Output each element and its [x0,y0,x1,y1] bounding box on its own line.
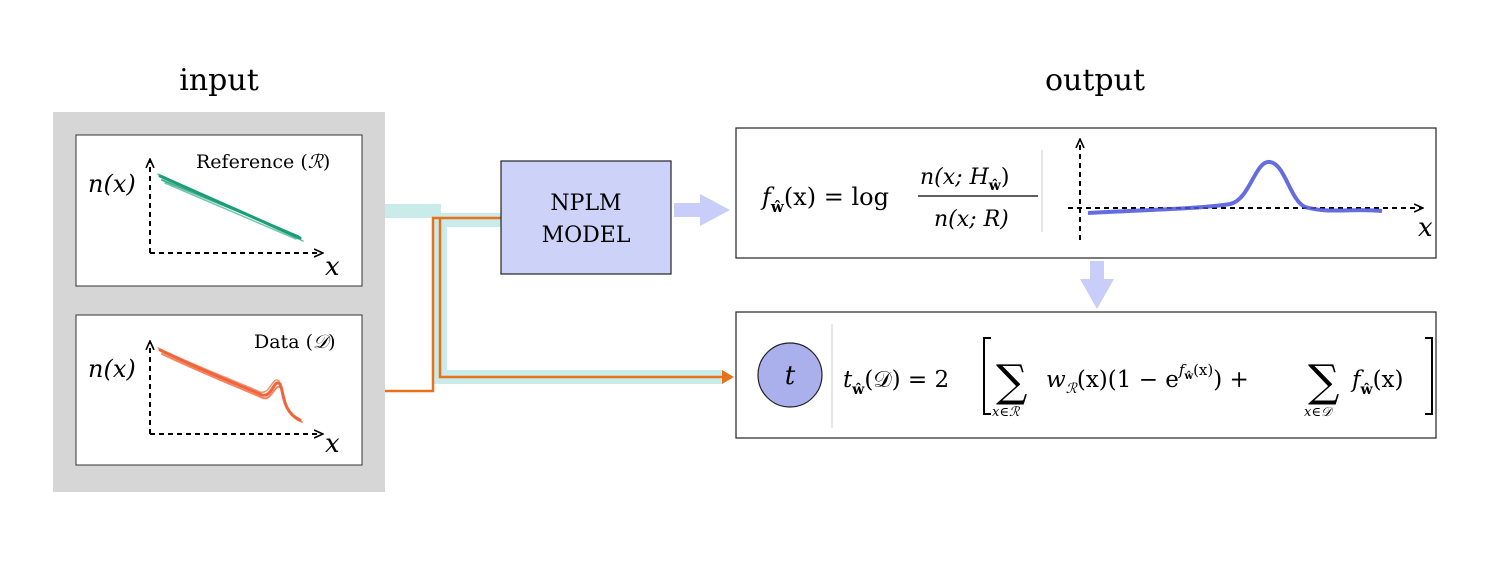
f-numerator: n(x; Hŵ) [920,165,1009,194]
data-y-axis-label: n(x) [88,355,136,383]
t-sum1-sub: x∈ℛ [992,405,1021,420]
data-flow-arrowhead [722,370,734,384]
t-sum1-sigma: ∑ [996,356,1027,407]
data-curve [157,347,303,423]
f-to-t-arrow [1080,261,1114,309]
model-label-line1: NPLM [550,191,621,216]
reference-title: Reference (ℛ) [196,151,330,173]
reference-y-axis-label: n(x) [88,170,136,198]
t-right-bracket [1425,337,1433,415]
output-t-box: t tŵ(𝒟) = 2 ∑ x∈ℛ wℛ(x)(1 − efŵ(x)) + ∑ … [735,311,1437,439]
reference-x-axis-label: x [325,252,340,282]
data-flow-line [385,216,722,393]
t-node-label: t [785,361,796,391]
t-left-bracket [983,337,991,415]
t-term1: wℛ(x)(1 − efŵ(x)) + [1046,361,1249,397]
f-x-axis-label: x [1418,213,1433,243]
model-label-line2: MODEL [542,223,631,248]
output-heading: output [1045,63,1145,98]
t-term2: fŵ(x) [1350,367,1404,398]
input-heading: input [179,63,259,98]
output-f-box: fŵ(x) = log n(x; Hŵ) n(x; R) x [735,127,1437,259]
t-sum2-sub: x∈𝒟 [1304,405,1334,420]
reference-curve [157,173,304,242]
f-learned-curve [1087,160,1383,215]
reference-card: n(x) x Reference (ℛ) [75,134,363,287]
data-x-axis-label: x [325,429,340,459]
data-card: n(x) x Data (𝒟) [75,314,363,466]
t-lhs: tŵ(𝒟) = 2 [843,367,949,398]
nplm-model-box: NPLM MODEL [500,160,672,275]
model-to-output-arrow [674,194,730,226]
t-sum2-sigma: ∑ [1308,356,1339,407]
t-node [757,342,823,408]
data-title: Data (𝒟) [254,331,336,353]
f-denominator: n(x; R) [934,207,1009,232]
